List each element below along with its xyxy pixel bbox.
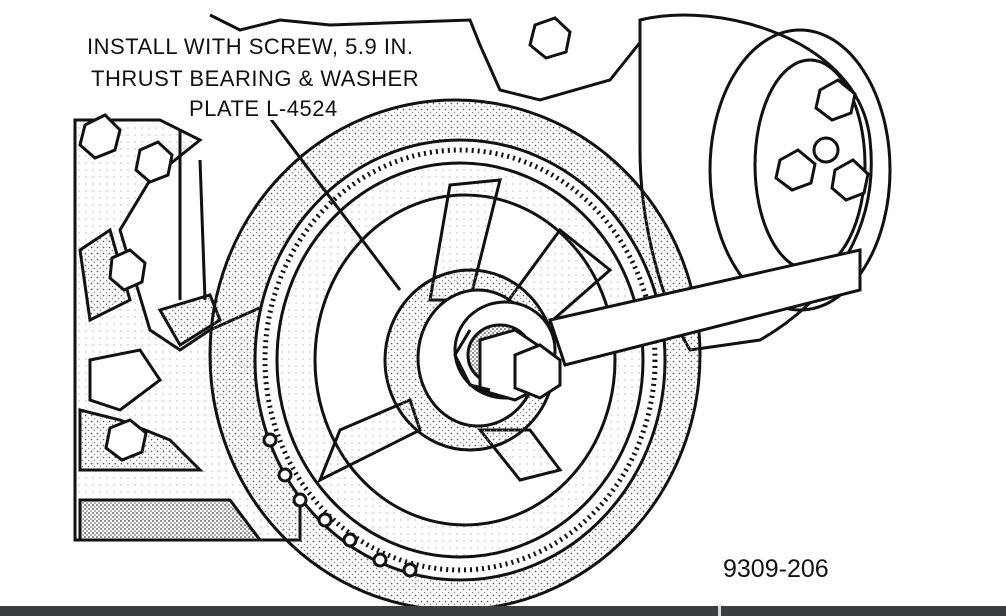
callout-line-1: INSTALL WITH SCREW, 5.9 IN. — [84, 36, 417, 58]
bottom-bar — [0, 606, 1006, 616]
wrench-handle-icon — [453, 248, 862, 402]
damper-bolt-holes — [262, 432, 418, 578]
bolt-icon — [78, 16, 572, 462]
callout-line-2: THRUST BEARING & WASHER — [88, 68, 423, 90]
figure-number: 9309-206 — [723, 555, 829, 583]
callout-line-3: PLATE L-4524 — [186, 98, 341, 120]
bottom-bar-divider — [718, 606, 721, 616]
leader-line — [268, 117, 402, 291]
